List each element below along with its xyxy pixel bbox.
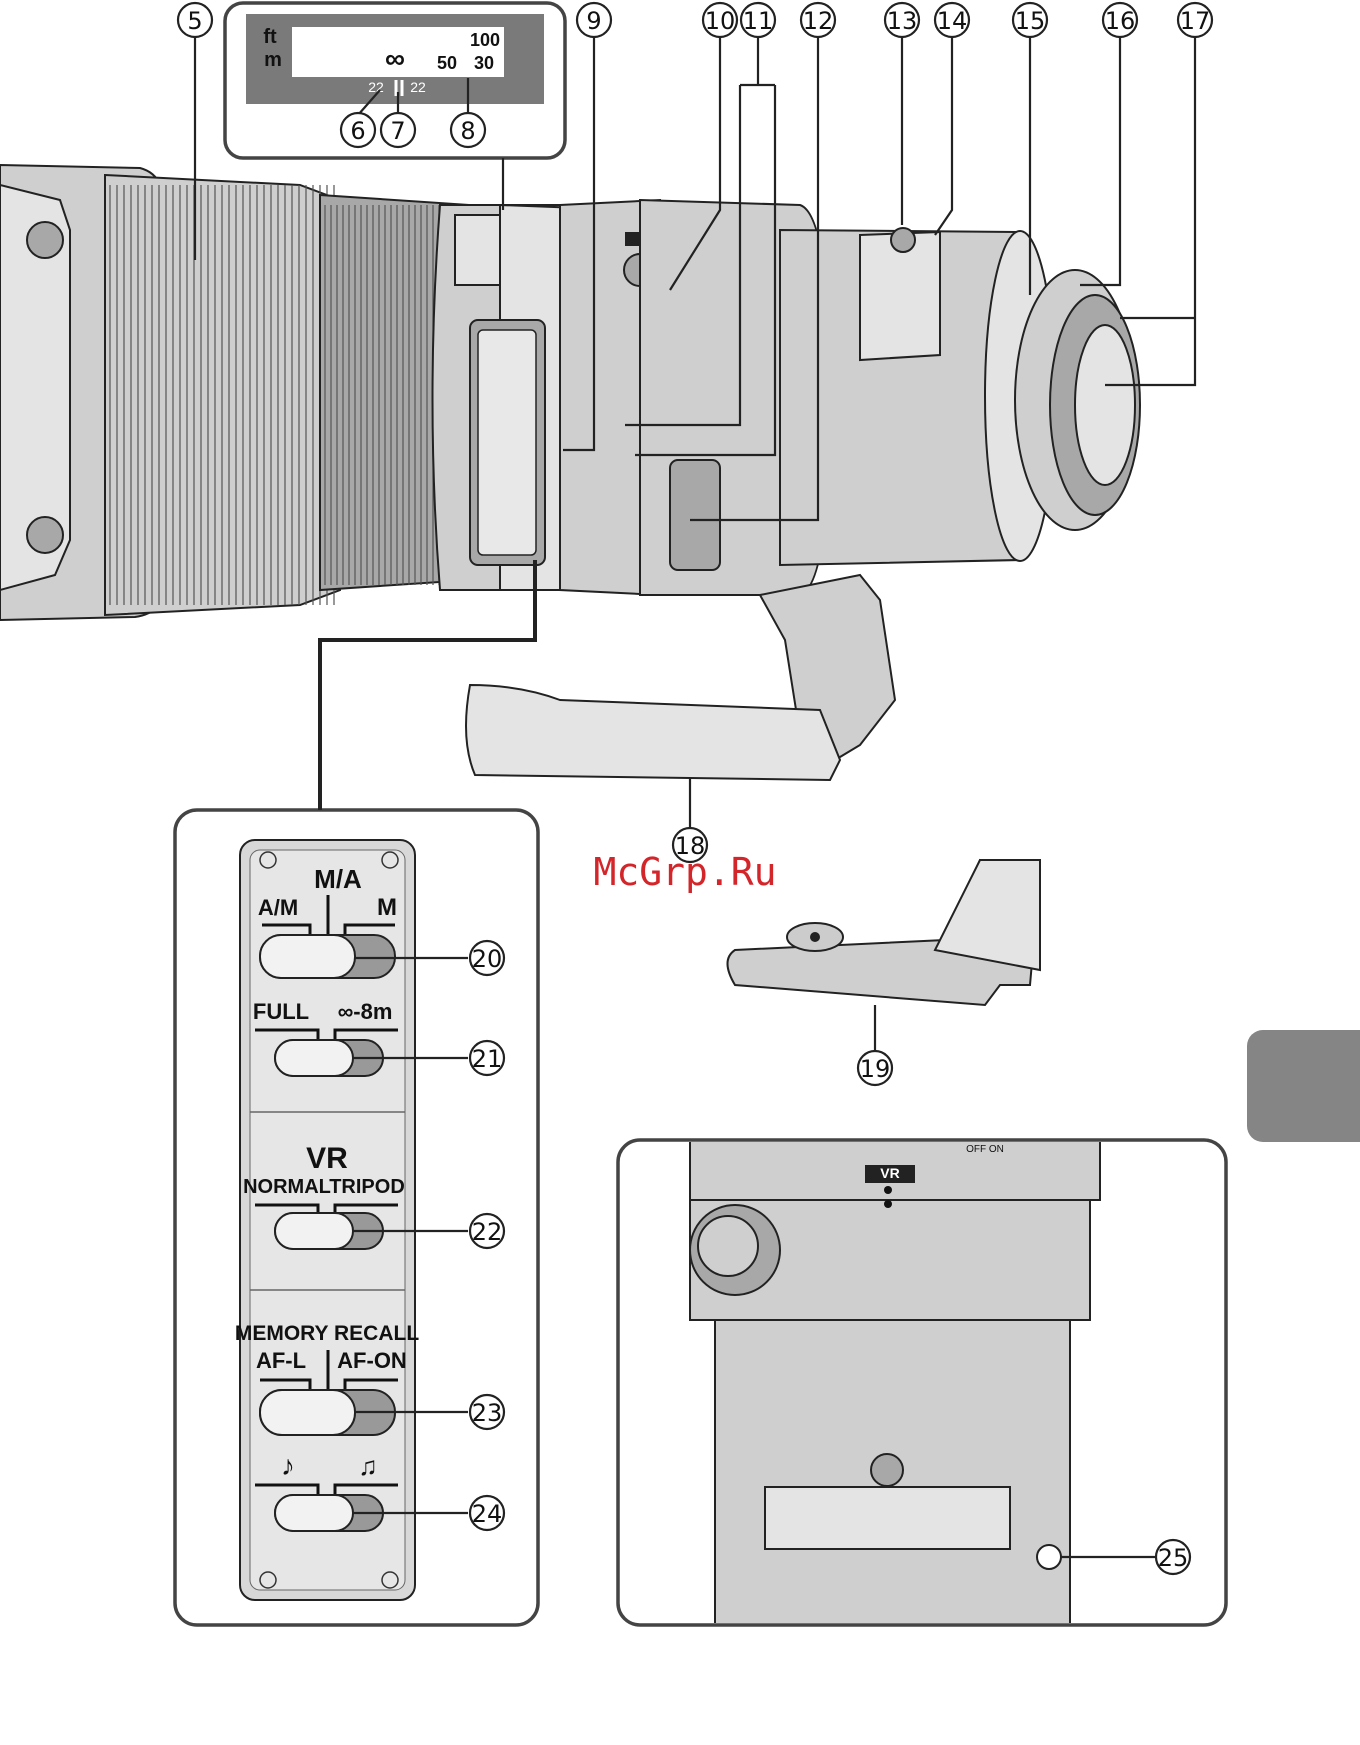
ir-index-left: 22	[368, 79, 384, 95]
callout-number: 21	[472, 1045, 503, 1073]
callout-number: 5	[187, 7, 202, 35]
callout-8: 8	[451, 113, 485, 147]
callout-number: 24	[472, 1500, 503, 1528]
beep-switch[interactable]	[275, 1495, 353, 1531]
callout-13: 13	[885, 3, 919, 37]
callout-number: 22	[472, 1218, 503, 1246]
lens-body	[0, 165, 1140, 780]
scale-unit-ft: ft	[263, 26, 277, 48]
distance-scale-inset: ft m 100 ∞ 50 30 22 22	[225, 3, 565, 210]
callout-number: 7	[390, 117, 405, 145]
callout-number: 16	[1105, 7, 1136, 35]
callout-number: 10	[705, 7, 736, 35]
callout-number: 9	[586, 7, 601, 35]
callout-number: 17	[1180, 7, 1211, 35]
inset-vr-label: VR	[880, 1165, 899, 1181]
vr-left-label: NORMAL	[243, 1176, 331, 1198]
focus-limit-switch[interactable]	[275, 1040, 353, 1076]
hood-release-inset: VR OFF ON	[618, 1140, 1226, 1625]
callout-14: 14	[935, 3, 969, 37]
callout-11: 11	[741, 3, 775, 37]
callout-25: 25	[1156, 1540, 1190, 1574]
memory-recall-switch[interactable]	[260, 1390, 355, 1435]
ir-index-right: 22	[410, 79, 426, 95]
limit-right-label: ∞-8m	[338, 999, 393, 1024]
callout-21: 21	[470, 1041, 504, 1075]
callout-number: 11	[743, 7, 774, 35]
callout-5: 5	[178, 3, 212, 37]
callout-23: 23	[470, 1395, 504, 1429]
callout-number: 6	[350, 117, 365, 145]
callout-number: 19	[860, 1055, 891, 1083]
memory-left-label: AF-L	[256, 1348, 306, 1373]
scale-infinity: ∞	[385, 43, 405, 74]
callout-15: 15	[1013, 3, 1047, 37]
hood-release-button[interactable]	[1037, 1545, 1061, 1569]
callout-6: 6	[341, 113, 375, 147]
callout-19: 19	[858, 1051, 892, 1085]
scale-unit-m: m	[264, 49, 282, 71]
callout-number: 14	[937, 7, 968, 35]
beep-off-icon: ♫	[358, 1451, 378, 1481]
scale-m-value-30: 30	[474, 53, 494, 73]
callout-7: 7	[381, 113, 415, 147]
scale-m-value-50: 50	[437, 53, 457, 73]
chapter-side-tab	[1247, 1030, 1360, 1142]
watermark-text: McGrp.Ru	[593, 850, 776, 894]
focus-mode-right-label: M	[377, 894, 397, 921]
callout-number: 13	[887, 7, 918, 35]
callout-10: 10	[703, 3, 737, 37]
callout-9: 9	[577, 3, 611, 37]
callout-17: 17	[1178, 3, 1212, 37]
callout-16: 16	[1103, 3, 1137, 37]
callout-number: 12	[803, 7, 834, 35]
callout-24: 24	[470, 1496, 504, 1530]
vr-right-label: TRIPOD	[329, 1176, 405, 1198]
scale-ft-value: 100	[470, 30, 500, 50]
callout-12: 12	[801, 3, 835, 37]
limit-left-label: FULL	[253, 999, 309, 1024]
vr-title-label: VR	[306, 1142, 348, 1175]
beep-on-icon: ♪	[281, 1450, 295, 1481]
focus-mode-left-label: A/M	[258, 895, 298, 920]
callout-number: 23	[472, 1399, 503, 1427]
callout-number: 8	[460, 117, 475, 145]
memory-right-label: AF-ON	[337, 1348, 407, 1373]
callout-22: 22	[470, 1214, 504, 1248]
callout-number: 20	[472, 945, 503, 973]
callout-number: 25	[1158, 1544, 1189, 1572]
vr-mode-switch[interactable]	[275, 1213, 353, 1249]
focus-mode-center-label: M/A	[314, 864, 362, 894]
inset-off-on-label: OFF ON	[966, 1144, 1004, 1155]
callout-20: 20	[470, 941, 504, 975]
memory-title-label: MEMORY RECALL	[235, 1322, 420, 1345]
focus-mode-switch[interactable]	[260, 935, 355, 978]
callout-number: 15	[1015, 7, 1046, 35]
